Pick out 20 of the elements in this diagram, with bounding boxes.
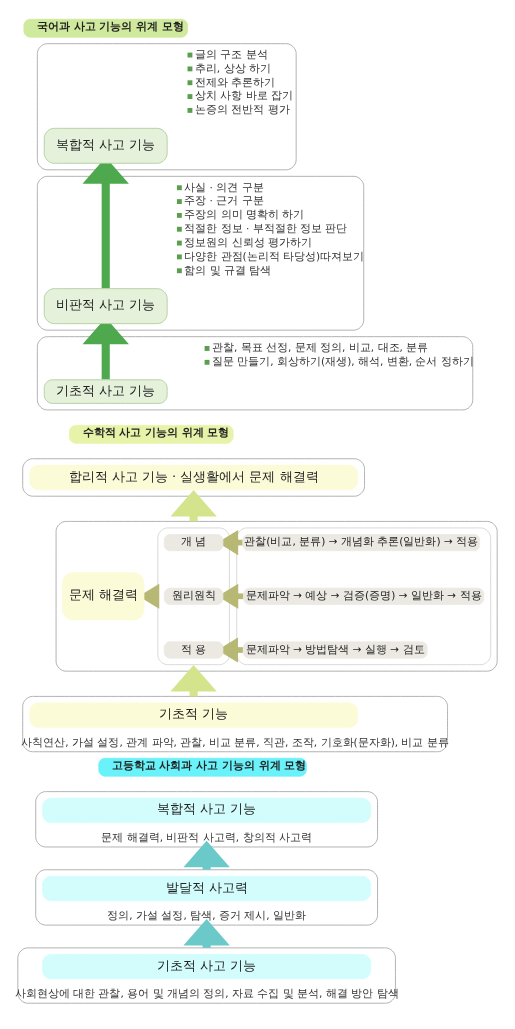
node-box: 고등학교 사회과 사고 기능의 위계 모형	[98, 757, 307, 777]
node-box: 개 념	[163, 534, 224, 552]
node-box: 관찰(비교, 분류) → 개념화 추론(일반화) → 적용	[242, 534, 481, 552]
node-box: 문제파악 → 방법탐색 → 실행 → 검토	[242, 641, 428, 659]
node-box: 적 용	[163, 641, 224, 659]
node-box: 복합적 사고 기능	[43, 127, 168, 164]
node-box: 국어과 사고 기능의 위계 모형	[23, 18, 188, 38]
node-box: 문제파악 → 예상 → 검증(증명) → 일반화 → 적용	[243, 587, 485, 605]
node-box: 원리원칙	[163, 587, 224, 605]
node-box: 기초적 사고 기능	[43, 379, 168, 404]
node-box: 수학적 사고 기능의 위계 모형	[69, 424, 234, 444]
cluster	[55, 521, 498, 672]
node-box: 기초적 기능	[29, 702, 358, 728]
node-box: 복합적 사고 기능	[42, 797, 372, 823]
node-box: 발달적 사고력	[42, 875, 372, 902]
node-box: 문제 해결력	[62, 572, 145, 621]
cluster	[22, 458, 365, 497]
node-box: 합리적 사고 기능 · 실생활에서 문제 해결력	[29, 464, 358, 491]
node-box: 기초적 사고 기능	[42, 954, 372, 980]
node-box: 비판적 사고 기능	[43, 288, 168, 325]
